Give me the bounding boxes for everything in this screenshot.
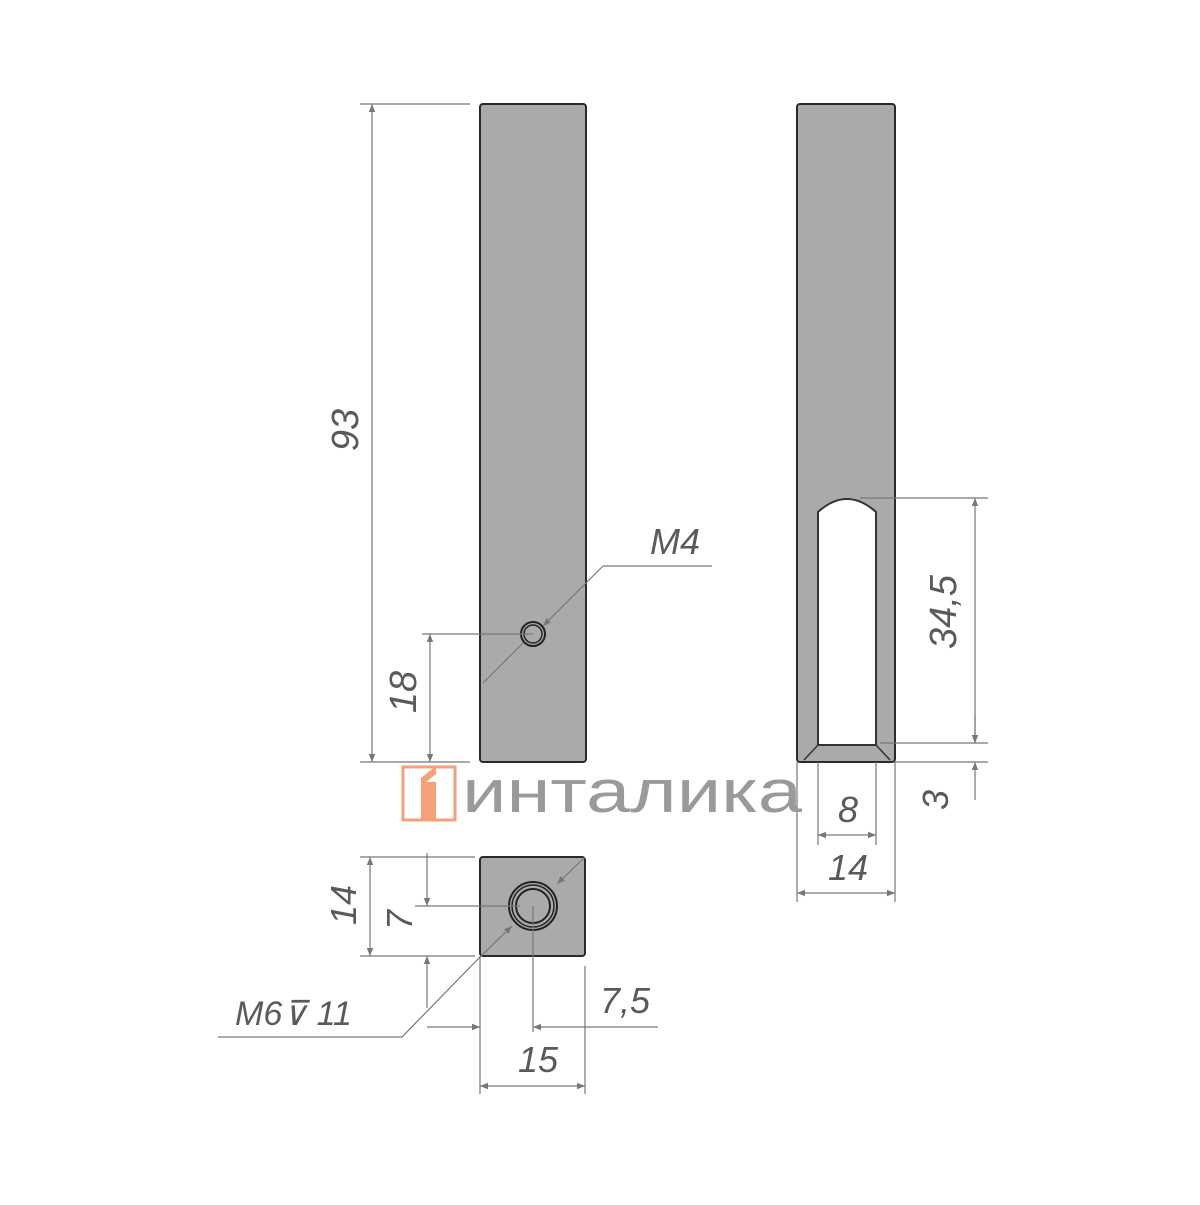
dim-93-label: 93 [325,409,367,451]
slot [817,498,877,746]
side-view: 34,5 3 8 14 [796,103,988,902]
dim-34-5-label: 34,5 [923,574,965,649]
m6-label: M6⊽ 11 [235,995,352,1033]
dim-8-label: 8 [838,789,858,830]
logo-text: инталика [462,758,803,825]
front-view: 93 18 M4 [325,103,712,763]
dim-14-side-label: 14 [828,847,868,888]
brand-logo: инталика [401,758,803,825]
dim-14-bottom-label: 14 [323,885,364,925]
dim-7-5-label: 7,5 [600,980,651,1021]
m4-label: M4 [650,521,700,562]
dim-7-label: 7 [379,908,420,930]
dim-18-label: 18 [383,671,425,713]
front-body [479,103,587,763]
bottom-view: 14 7 M6⊽ 11 7,5 15 [218,853,658,1094]
dim-3-label: 3 [915,790,956,810]
dim-15-label: 15 [518,1039,559,1080]
